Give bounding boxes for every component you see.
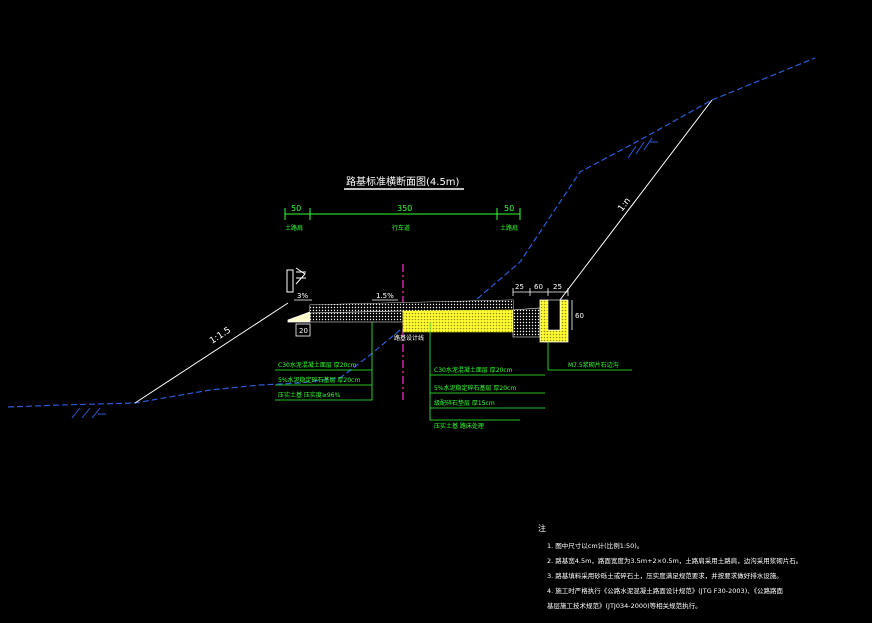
natural-ground-line bbox=[7, 57, 816, 408]
dim-left-shoulder: 50 bbox=[291, 204, 301, 213]
dim-ditch-a: 25 bbox=[515, 283, 524, 291]
layer-left-2: 压实土基 压实度≥96% bbox=[278, 391, 341, 399]
dim-ditch-b: 60 bbox=[534, 283, 543, 291]
ground-hatch-right bbox=[627, 137, 658, 159]
dim-ditch-depth: 60 bbox=[575, 312, 584, 320]
fill-slope-line bbox=[134, 302, 289, 404]
note-1: 2. 路基宽4.5m，路面宽度为3.5m+2×0.5m，土路肩采用土路肩，边沟采… bbox=[547, 556, 802, 565]
layer-left-0: C30水泥混凝土面层 厚20cm bbox=[278, 361, 357, 369]
notes-title: 注 bbox=[538, 523, 546, 533]
layer-right-2: 级配碎石垫层 厚15cm bbox=[434, 399, 495, 407]
ditch-label: M7.5浆砌片石边沟 bbox=[568, 361, 619, 369]
dim-right-shoulder: 50 bbox=[504, 204, 514, 213]
cut-slope-line bbox=[559, 99, 713, 301]
crossfall-left: 3% bbox=[297, 292, 308, 300]
top-dimension bbox=[284, 208, 521, 220]
guard-post bbox=[286, 267, 306, 293]
ground-hatch-left bbox=[71, 407, 106, 419]
layer-right-0: C30水泥混凝土面层 厚20cm bbox=[434, 366, 513, 374]
layer-right-3: 压实土基 路床处理 bbox=[434, 422, 484, 430]
centerline-label: 路基设计线 bbox=[394, 334, 424, 342]
layer-left-1: 5%水泥稳定碎石基层 厚20cm bbox=[278, 376, 360, 384]
note-3: 4. 施工时严格执行《公路水泥混凝土路面设计规范》(JTG F30-2003)、… bbox=[547, 586, 783, 595]
layer-right-1: 5%水泥稳定碎石基层 厚20cm bbox=[434, 384, 516, 392]
leader-lines bbox=[275, 322, 632, 421]
dim-base-width: 20 bbox=[299, 327, 308, 335]
fill-slope-label: 1:1.5 bbox=[208, 326, 233, 347]
base-width-box bbox=[295, 323, 311, 337]
cut-slope-label: 1:n bbox=[616, 196, 633, 214]
pavement-structure bbox=[287, 299, 541, 338]
note-4: 基层施工技术规范》(JTJ034-2000)等相关规范执行。 bbox=[547, 601, 702, 610]
note-2: 3. 路基填料采用砂砾土或碎石土，压实度满足规范要求，并按要求做好排水设施。 bbox=[547, 571, 783, 580]
ditch-dimension bbox=[512, 288, 573, 330]
note-0: 1. 图中尺寸以cm计(比例1:50)。 bbox=[547, 541, 643, 550]
label-left-shoulder: 土路肩 bbox=[285, 224, 303, 232]
crossfall-mid: 1.5% bbox=[376, 292, 394, 300]
label-carriageway: 行车道 bbox=[392, 224, 410, 232]
side-ditch bbox=[539, 299, 569, 343]
dim-ditch-c: 25 bbox=[553, 283, 562, 291]
label-right-shoulder: 土路肩 bbox=[500, 224, 518, 232]
drawing-title: 路基标准横断面图(4.5m) bbox=[346, 175, 460, 188]
dim-carriageway: 350 bbox=[397, 204, 412, 213]
